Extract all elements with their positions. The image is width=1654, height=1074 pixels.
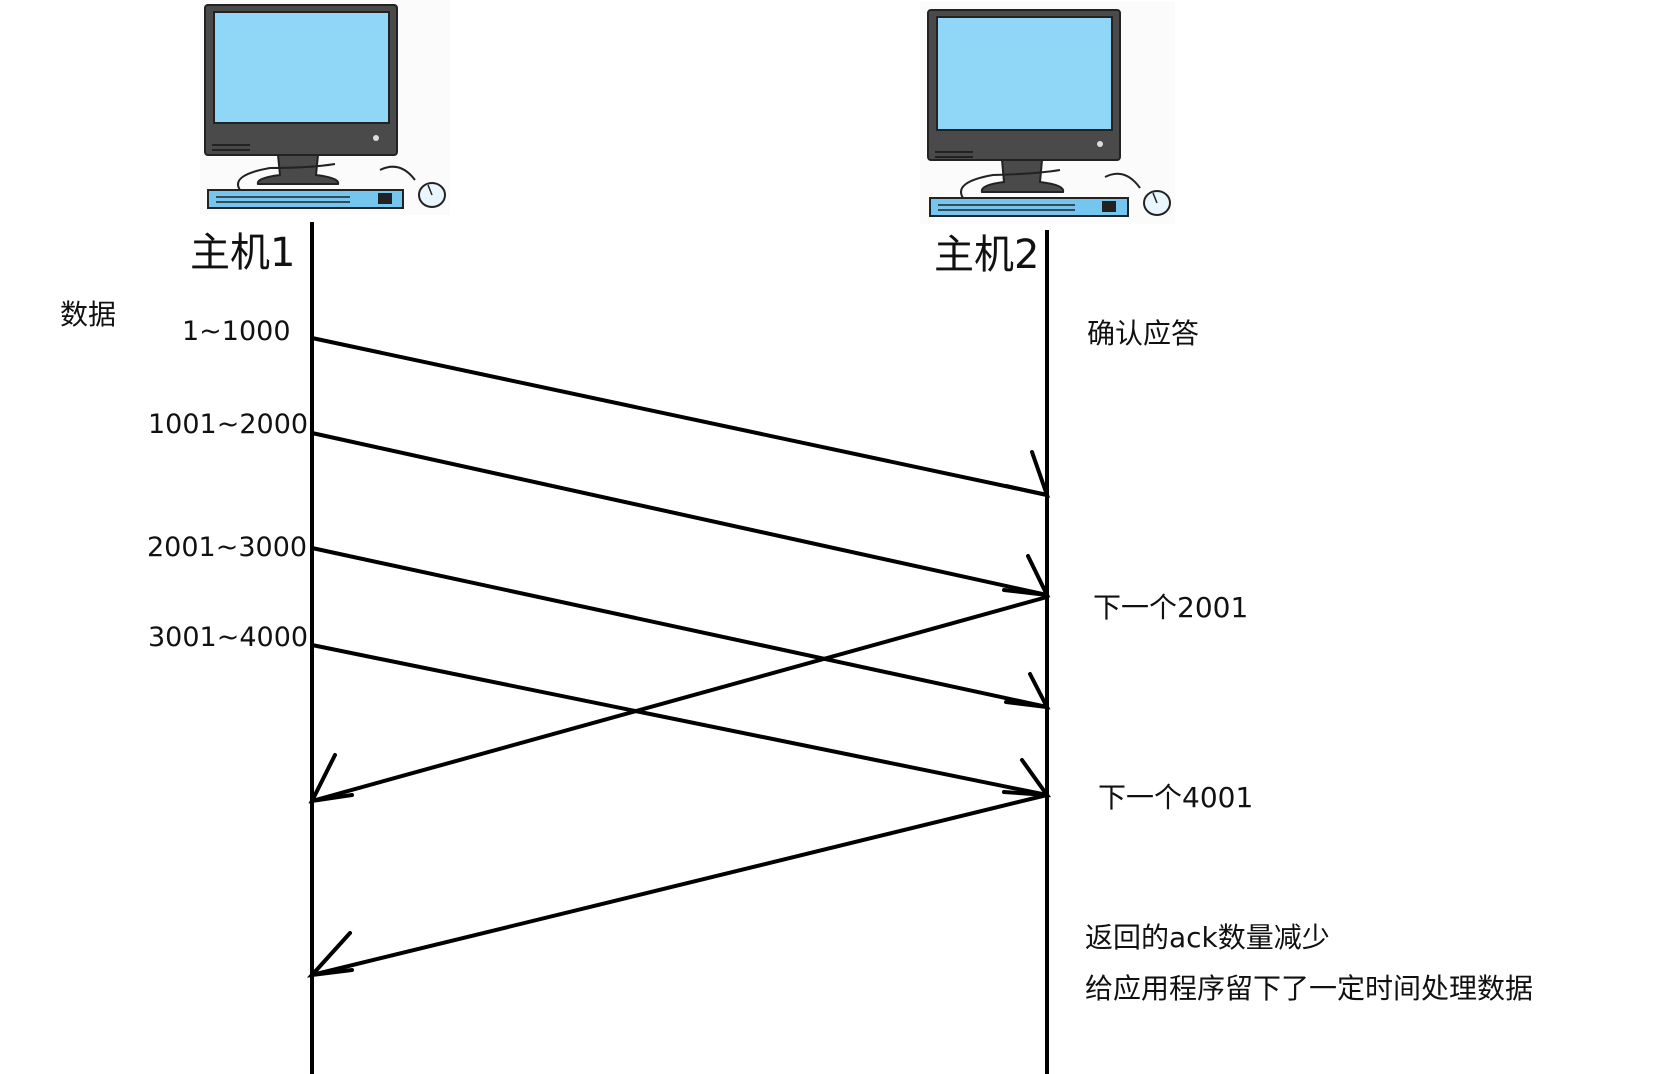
host1-label: 主机1 bbox=[190, 230, 296, 276]
ack-arrow bbox=[308, 595, 1049, 804]
segment-label: 1~1000 bbox=[182, 316, 291, 347]
ack-arrow bbox=[306, 793, 1049, 978]
note-text: 返回的ack数量减少 bbox=[1085, 921, 1330, 954]
ack-title: 确认应答 bbox=[1087, 317, 1200, 350]
host2-label: 主机2 bbox=[934, 232, 1040, 278]
ack-label: 下一个2001 bbox=[1093, 591, 1249, 624]
data-arrow bbox=[310, 643, 1052, 798]
ack-label: 下一个4001 bbox=[1098, 781, 1254, 814]
segment-label: 2001~3000 bbox=[147, 532, 308, 563]
data-title: 数据 bbox=[60, 298, 117, 331]
data-arrow bbox=[310, 546, 1051, 710]
note-text: 给应用程序留下了一定时间处理数据 bbox=[1085, 972, 1534, 1005]
segment-label: 1001~2000 bbox=[148, 409, 309, 440]
computer-icon bbox=[200, 0, 450, 215]
data-arrow bbox=[310, 336, 1051, 498]
segment-label: 3001~4000 bbox=[148, 622, 309, 653]
computer-icon bbox=[920, 2, 1175, 224]
